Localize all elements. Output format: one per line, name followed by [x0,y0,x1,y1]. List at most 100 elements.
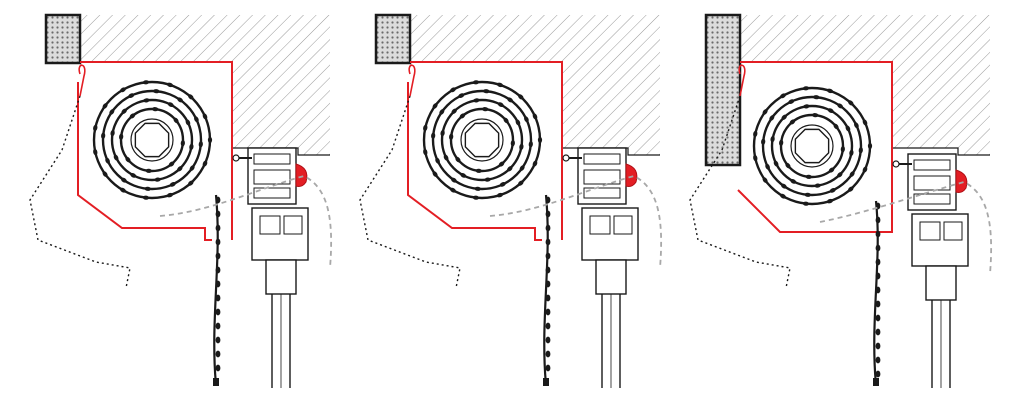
slat-hook [496,82,504,88]
slat-hook [188,94,194,100]
slat-joint [215,336,221,344]
inspection-flap-dotted [689,95,791,289]
slat-hook [93,124,98,132]
slat-hook [780,93,786,99]
slat-joint [545,280,551,288]
slat-hook [499,182,506,187]
inspection-clip [408,64,416,97]
slat-hook [761,138,766,145]
slat-hook [481,107,489,112]
slat-joint [545,364,551,372]
slat-hook [497,102,504,108]
slat-hook [194,116,199,123]
slat-hook [789,119,796,125]
hanging-slats [543,194,551,386]
coil-ring [431,89,533,191]
slat-hook [440,129,445,137]
screw-head [562,154,570,162]
slat-hook [202,160,208,167]
slat-joint [875,300,881,308]
slat-joint [215,266,221,274]
shutter-box-bottom [407,82,542,241]
slat-hook [519,165,525,171]
slat-hook [854,122,859,129]
slat-hook [524,116,529,123]
slat-joint [215,238,221,246]
slat-joint [875,216,881,224]
slat-hook [143,98,150,103]
frame-lower [595,259,627,295]
slat-hook [828,167,835,173]
slat-hook [473,98,480,103]
slat-hook [862,166,868,173]
slat-joint [215,280,221,288]
slat-hook [515,119,521,126]
slat-hook [129,113,136,119]
roller-coil [92,80,213,200]
coil-gap [435,93,529,187]
roller-coil [422,80,543,200]
inspection-flap-dotted [359,95,461,289]
slat-end [213,378,219,386]
frame-lower [925,265,957,301]
slat-hook [130,172,137,178]
coil-gap [756,90,868,202]
slat-hook [498,161,505,167]
slat-hook [458,93,465,98]
coil-gap [783,117,841,175]
slat-joint [545,196,551,204]
frame-chamber [583,153,621,165]
window-frame [892,153,969,388]
slat-joint [215,308,221,316]
coil-gap [444,102,520,178]
slat-hook [198,141,203,148]
slat-hook [173,117,179,124]
slat-hook [423,124,428,132]
slat-hook [460,172,467,178]
slat-joint [875,356,881,364]
slat-hook [765,163,770,170]
slat-hook [459,113,466,119]
sash-chamber [283,215,303,235]
shutter-box-top [410,61,563,240]
frame-chamber [583,169,621,185]
slat-hook [518,94,524,100]
slat-hook [780,193,786,199]
slat-joint [875,244,881,252]
frame-chamber [913,159,951,171]
red-seal [295,163,308,187]
slat-joint [875,370,881,378]
slat-hook [119,133,124,141]
shaft-ring [460,118,504,162]
slat-hook [207,136,213,144]
slat-joint [545,252,551,260]
slat-hook [840,145,845,153]
slat-hook [779,139,784,147]
slat-hook [188,180,194,186]
slat-joint [875,258,881,266]
slat-hook [145,168,153,173]
roller-coil [752,86,873,206]
shaft-ring [130,118,174,162]
slat-hook [189,143,194,151]
slat-end [873,378,879,386]
slat-hook [449,133,454,141]
coil-ring [770,104,854,188]
insulation-block [374,13,412,65]
slat-end [543,378,549,386]
slat-joint [545,210,551,218]
slat-hook [102,171,108,177]
slat-hook [120,87,126,93]
slat-hook [166,192,174,198]
slat-hook [128,93,135,98]
slat-joint [215,294,221,302]
slat-hook [753,154,758,162]
frame-chamber [913,193,951,205]
masonry-hatch [410,15,660,155]
slat-hook [154,177,161,182]
slat-hook [484,177,491,182]
slat-hook [101,132,106,139]
slat-hook [837,172,843,178]
